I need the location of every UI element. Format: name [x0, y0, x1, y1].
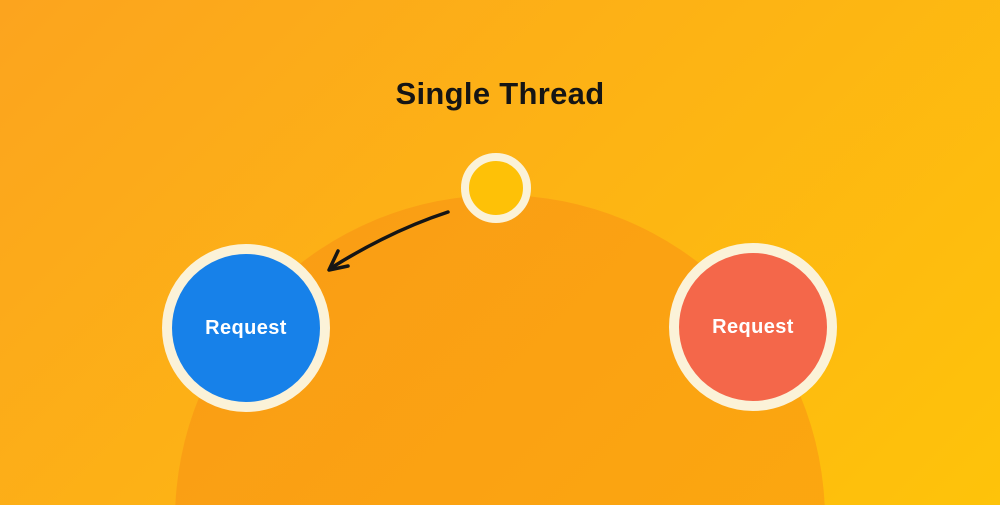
request-node-right: Request	[669, 243, 837, 411]
request-right-label: Request	[712, 315, 794, 338]
thread-node	[461, 153, 531, 223]
request-left-label: Request	[205, 316, 287, 339]
request-node-left: Request	[162, 244, 330, 412]
diagram-title: Single Thread	[395, 76, 605, 111]
